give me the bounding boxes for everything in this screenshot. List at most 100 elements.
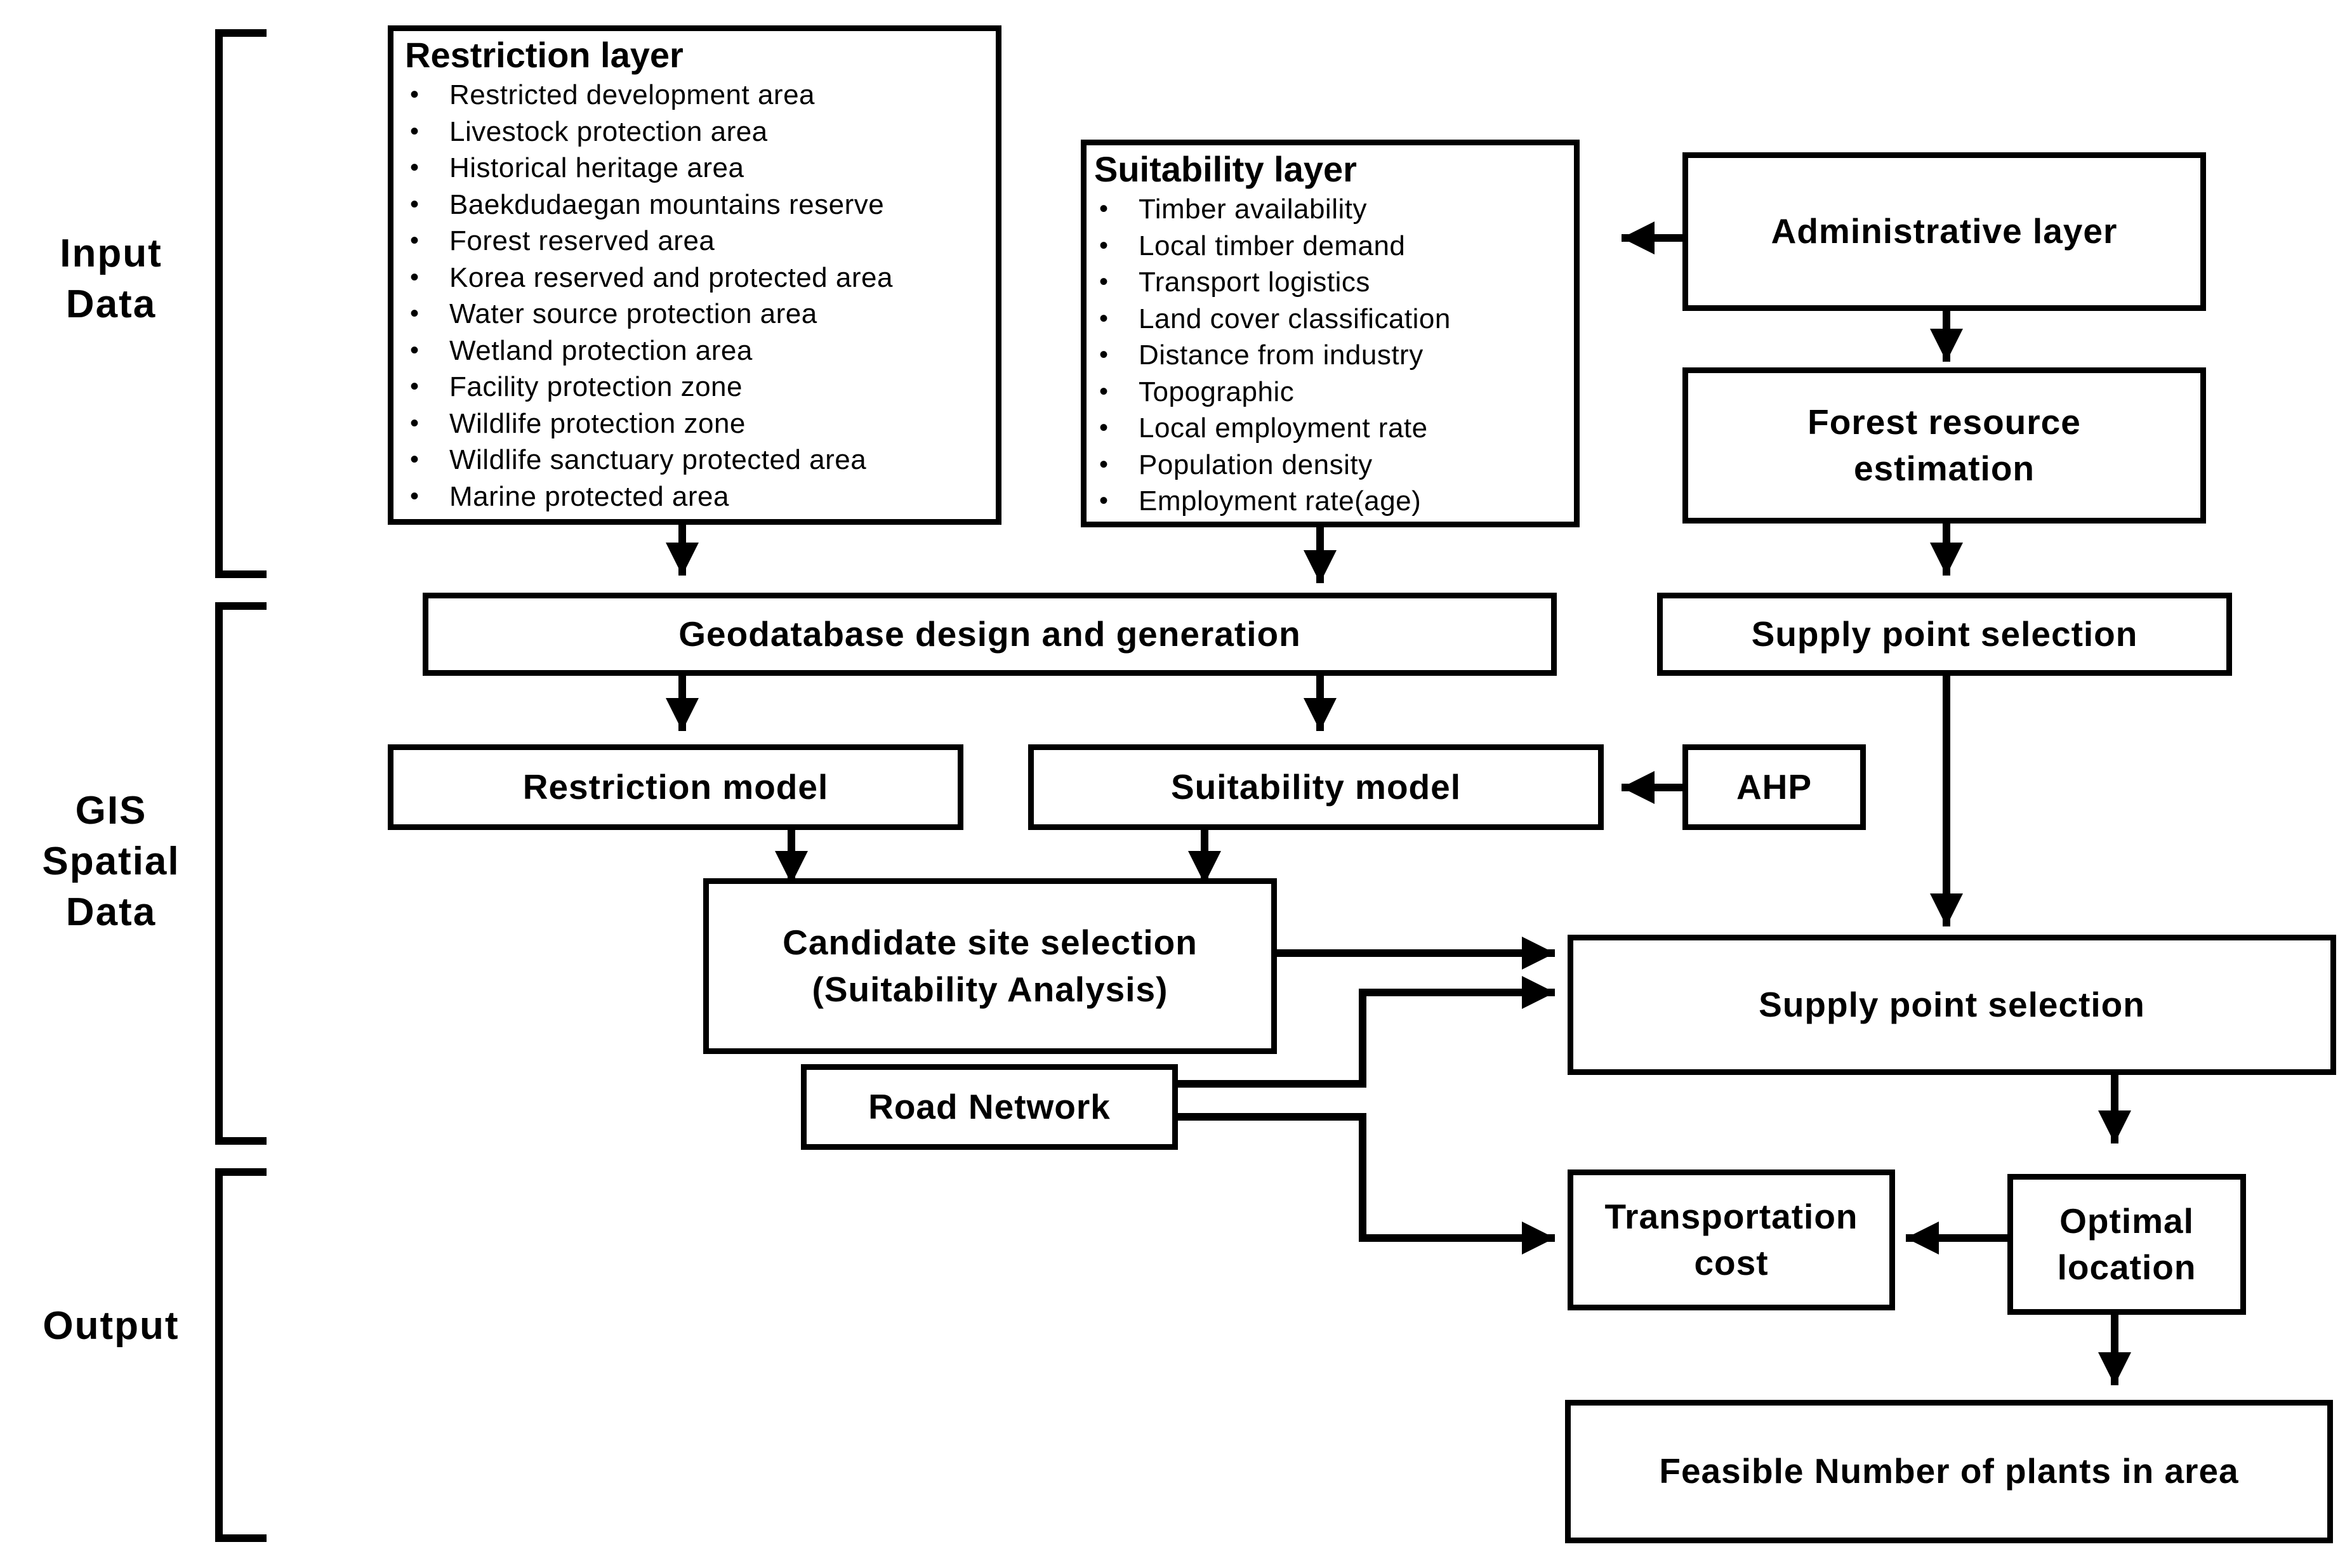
bullet-mark: • [410, 117, 420, 145]
stage-label-gis: GIS Spatial Data [25, 786, 197, 938]
restriction-layer-box: Restriction layer • Restricted developmen… [388, 25, 1001, 525]
stage-label-output-line1: Output [43, 1304, 180, 1348]
bullet-mark: • [410, 372, 420, 400]
list-item-label: Topographic [1139, 376, 1295, 407]
bullet-mark: • [410, 227, 420, 254]
arrow-road-to-supply-main [1174, 976, 1555, 1088]
list-item: • Facility protection zone [405, 369, 996, 405]
feasible-plants-box: Feasible Number of plants in area [1565, 1400, 2333, 1543]
bullet-mark: • [410, 300, 420, 327]
list-item: • Timber availability [1094, 191, 1574, 228]
restriction-model-box: Restriction model [388, 744, 963, 830]
list-item-label: Land cover classification [1139, 303, 1451, 334]
arrow-road-to-transportation-cost [1174, 1113, 1555, 1255]
optimal-location-line1: Optimal [2059, 1201, 2194, 1241]
bullet-mark: • [1099, 231, 1109, 260]
bullet-mark: • [410, 409, 420, 437]
output-bracket [215, 1168, 267, 1542]
list-item-label: Timber availability [1139, 194, 1367, 225]
list-item: • Restricted development area [405, 77, 996, 114]
list-item: •Forest reserved area [405, 223, 996, 260]
stage-label-input-line1: Input [60, 232, 162, 275]
bullet-mark: • [410, 445, 420, 473]
optimal-location-box: Optimal location [2007, 1174, 2246, 1315]
list-item-label: Population density [1139, 449, 1373, 480]
supply-point-selection-top-label: Supply point selection [1751, 614, 2138, 654]
stage-label-gis-line2: Spatial [42, 840, 180, 883]
list-item-label: Local timber demand [1139, 230, 1406, 261]
list-item-label: Distance from industry [1139, 339, 1424, 371]
bullet-mark: • [410, 81, 420, 109]
list-item: • Wetland protection area [405, 333, 996, 369]
geodatabase-label: Geodatabase design and generation [678, 614, 1301, 654]
stage-label-input-line2: Data [65, 282, 157, 326]
list-item: • Wildlife sanctuary protected area [405, 442, 996, 478]
list-item: • Population density [1094, 447, 1574, 484]
list-item-label: Wetland protection area [449, 334, 753, 366]
list-item-label: Livestock protection area [449, 115, 768, 147]
bullet-mark: • [410, 336, 420, 364]
list-item: •Historical heritage area [405, 150, 996, 187]
list-item: • Local timber demand [1094, 228, 1574, 265]
list-item-label: Local employment rate [1139, 412, 1428, 444]
candidate-site-selection-box: Candidate site selection (Suitability An… [703, 878, 1277, 1054]
road-network-box: Road Network [801, 1064, 1178, 1150]
stage-label-gis-line3: Data [65, 890, 157, 934]
suitability-model-label: Suitability model [1170, 767, 1462, 807]
bullet-mark: • [1099, 450, 1109, 478]
transportation-cost-box: Transportation cost [1568, 1169, 1895, 1310]
candidate-site-selection-line2: (Suitability Analysis) [812, 969, 1168, 1009]
stage-label-input: Input Data [25, 228, 197, 330]
bullet-mark: • [1099, 195, 1109, 223]
gis-bracket [215, 602, 267, 1145]
transportation-cost-line2: cost [1694, 1243, 1769, 1282]
bullet-mark: • [1099, 414, 1109, 442]
list-item-label: Marine protected area [449, 480, 729, 512]
transportation-cost-line1: Transportation [1604, 1196, 1858, 1236]
ahp-box: AHP [1682, 744, 1866, 830]
suitability-model-box: Suitability model [1028, 744, 1604, 830]
ahp-label: AHP [1736, 767, 1813, 807]
list-item: •Distance from industry [1094, 337, 1574, 374]
list-item: • Local employment rate [1094, 410, 1574, 447]
list-item: • Topographic [1094, 374, 1574, 411]
list-item-label: Baekdudaegan mountains reserve [449, 188, 885, 220]
road-network-label: Road Network [868, 1086, 1111, 1126]
list-item: • Livestock protection area [405, 114, 996, 150]
list-item-label: Restricted development area [449, 79, 816, 110]
administrative-layer-label: Administrative layer [1771, 211, 2118, 251]
restriction-layer-title: Restriction layer [405, 35, 684, 75]
optimal-location-line2: location [2057, 1248, 2197, 1287]
supply-point-selection-top-box: Supply point selection [1657, 593, 2232, 676]
supply-point-selection-main-box: Supply point selection [1568, 935, 2336, 1075]
list-item: • Water source protection area [405, 296, 996, 333]
bullet-mark: • [1099, 377, 1109, 405]
list-item-label: Wildlife sanctuary protected area [449, 444, 867, 475]
geodatabase-box: Geodatabase design and generation [423, 593, 1557, 676]
list-item-label: Water source protection area [449, 298, 817, 329]
list-item: •Korea reserved and protected area [405, 260, 996, 296]
list-item: • Marine protected area [405, 478, 996, 515]
feasible-plants-label: Feasible Number of plants in area [1659, 1451, 2239, 1491]
forest-resource-estimation-line2: estimation [1853, 449, 2035, 488]
list-item: •Land cover classification [1094, 301, 1574, 338]
list-item: •Transport logistics [1094, 264, 1574, 301]
restriction-layer-list: • Restricted development area • Livestock … [405, 77, 996, 515]
list-item: • Wildlife protection zone [405, 405, 996, 442]
suitability-layer-list: • Timber availability • Local timber deman… [1094, 191, 1574, 520]
bullet-mark: • [410, 190, 420, 218]
list-item-label: Facility protection zone [449, 371, 743, 402]
list-item-label: Transport logistics [1139, 267, 1370, 298]
administrative-layer-box: Administrative layer [1682, 152, 2206, 311]
list-item-label: Historical heritage area [449, 152, 744, 183]
supply-point-selection-main-label: Supply point selection [1759, 984, 2145, 1024]
list-item: • Baekdudaegan mountains reserve [405, 187, 996, 223]
bullet-mark: • [410, 482, 420, 510]
suitability-layer-title: Suitability layer [1094, 149, 1357, 189]
restriction-model-label: Restriction model [522, 767, 829, 807]
list-item-label: Wildlife protection zone [449, 407, 746, 439]
bullet-mark: • [1099, 487, 1109, 515]
list-item: •Employment rate(age) [1094, 483, 1574, 520]
